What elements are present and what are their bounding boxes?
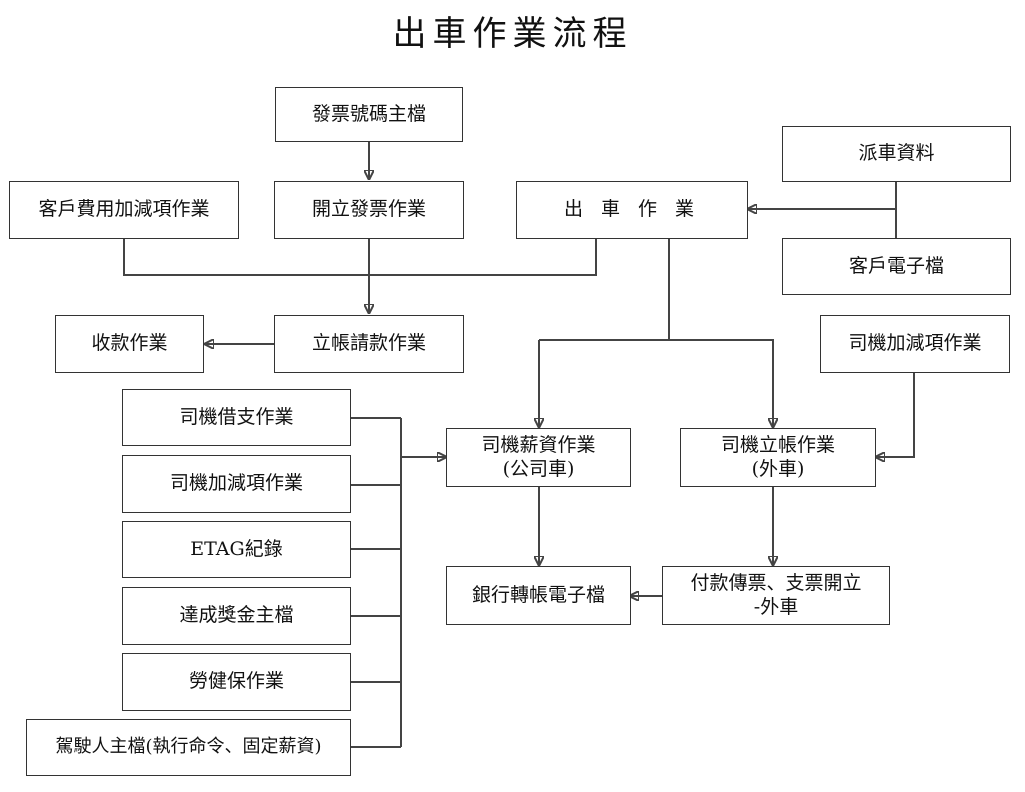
box-driver-salary: 司機薪資作業 (公司車) xyxy=(446,428,631,487)
box-billing: 立帳請款作業 xyxy=(274,315,464,373)
box-invoice-master-label: 發票號碼主檔 xyxy=(311,102,426,125)
box-driver-account: 司機立帳作業 (外車) xyxy=(680,428,876,487)
box-customer-file-label: 客戶電子檔 xyxy=(848,254,944,277)
box-driver-adjust-right-label: 司機加減項作業 xyxy=(848,332,982,355)
box-open-invoice-label: 開立發票作業 xyxy=(311,198,426,221)
box-driver-loan: 司機借支作業 xyxy=(122,389,351,446)
box-driver-account-line1: 司機立帳作業 xyxy=(720,433,835,456)
box-dispatch-operation: 出 車 作 業 xyxy=(516,181,748,239)
box-driver-adjust-left: 司機加減項作業 xyxy=(122,455,351,513)
box-bank-transfer: 銀行轉帳電子檔 xyxy=(446,566,631,625)
box-payment-voucher-line1: 付款傳票、支票開立 xyxy=(690,571,862,594)
box-driver-adjust-right: 司機加減項作業 xyxy=(820,315,1010,373)
diagram-title: 出車作業流程 xyxy=(392,14,633,54)
box-driver-salary-line2: (公司車) xyxy=(502,457,575,480)
box-collection: 收款作業 xyxy=(55,315,204,373)
box-customer-fee: 客戶費用加減項作業 xyxy=(9,181,239,239)
box-driver-adjust-left-label: 司機加減項作業 xyxy=(169,472,303,495)
box-bank-transfer-label: 銀行轉帳電子檔 xyxy=(471,583,605,606)
box-collection-label: 收款作業 xyxy=(91,332,168,355)
box-payment-voucher: 付款傳票、支票開立 -外車 xyxy=(662,566,890,625)
box-etag: ETAG紀錄 xyxy=(122,521,351,578)
box-etag-label: ETAG紀錄 xyxy=(190,537,283,560)
box-driver-master: 駕駛人主檔(執行命令、固定薪資) xyxy=(26,719,351,776)
box-open-invoice: 開立發票作業 xyxy=(274,181,464,239)
box-dispatch-data: 派車資料 xyxy=(782,126,1011,182)
box-driver-salary-line1: 司機薪資作業 xyxy=(481,433,596,456)
box-driver-account-line2: (外車) xyxy=(751,457,805,480)
box-billing-label: 立帳請款作業 xyxy=(311,332,426,355)
connector-merge-to-billing xyxy=(123,239,597,276)
box-customer-file: 客戶電子檔 xyxy=(782,238,1011,295)
connector-driver-adjust-to-account xyxy=(876,373,915,457)
box-bonus-master: 達成獎金主檔 xyxy=(122,587,351,645)
box-invoice-master: 發票號碼主檔 xyxy=(275,87,463,142)
box-driver-master-label: 駕駛人主檔(執行命令、固定薪資) xyxy=(55,736,322,758)
box-payment-voucher-line2: -外車 xyxy=(753,595,799,618)
box-driver-loan-label: 司機借支作業 xyxy=(179,405,294,428)
box-dispatch-data-label: 派車資料 xyxy=(858,142,935,165)
box-labor-insurance: 勞健保作業 xyxy=(122,653,351,711)
connector-operation-to-driver-account xyxy=(669,339,773,427)
box-customer-fee-label: 客戶費用加減項作業 xyxy=(38,198,210,221)
box-bonus-master-label: 達成獎金主檔 xyxy=(179,604,294,627)
box-labor-insurance-label: 勞健保作業 xyxy=(188,670,284,693)
connector-operation-split xyxy=(539,239,670,341)
box-dispatch-operation-label: 出 車 作 業 xyxy=(563,198,701,221)
